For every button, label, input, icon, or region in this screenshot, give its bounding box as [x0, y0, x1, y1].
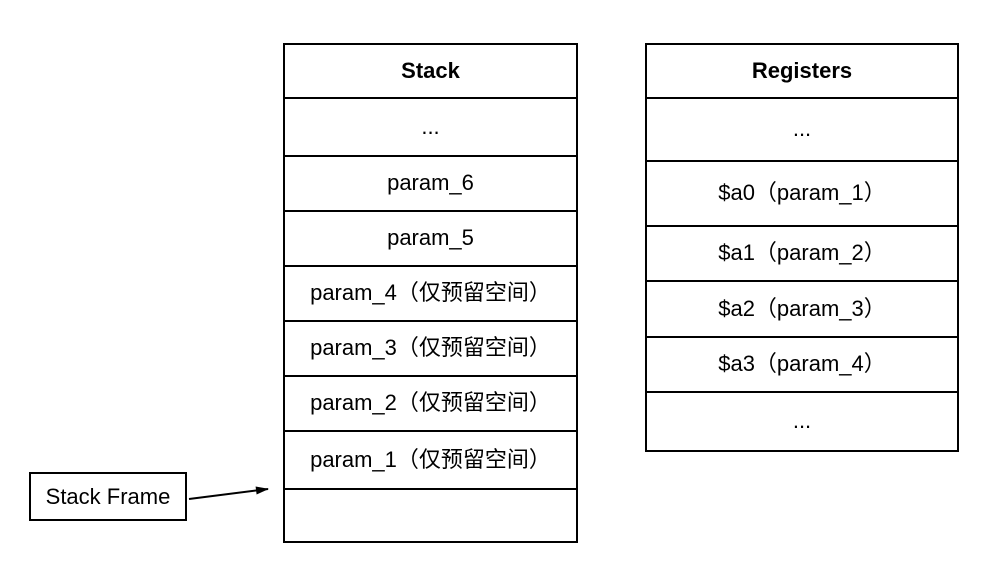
registers-table: Registers ... $a0（param_1） $a1（param_2） …: [645, 43, 959, 452]
register-row-a2: $a2（param_3）: [647, 280, 957, 336]
register-row-a0: $a0（param_1）: [647, 160, 957, 225]
stack-row-param-2: param_2（仅预留空间）: [285, 375, 576, 430]
stack-row-param-3: param_3（仅预留空间）: [285, 320, 576, 375]
stack-row-param-1: param_1（仅预留空间）: [285, 430, 576, 488]
register-row-a3: $a3（param_4）: [647, 336, 957, 391]
register-row-a1: $a1（param_2）: [647, 225, 957, 280]
stack-table-title: Stack: [401, 57, 460, 83]
register-row-ellipsis-bottom: ...: [647, 391, 957, 450]
stack-row-ellipsis: ...: [285, 97, 576, 155]
stack-frame-label: Stack Frame: [29, 472, 187, 521]
stack-row-param-5: param_5: [285, 210, 576, 265]
register-row-ellipsis-top: ...: [647, 97, 957, 160]
stack-table: Stack ... param_6 param_5 param_4（仅预留空间）…: [283, 43, 578, 543]
stack-row-param-4: param_4（仅预留空间）: [285, 265, 576, 320]
stack-row-param-6: param_6: [285, 155, 576, 210]
registers-table-title: Registers: [751, 57, 853, 83]
stack-row-empty: [285, 488, 576, 541]
